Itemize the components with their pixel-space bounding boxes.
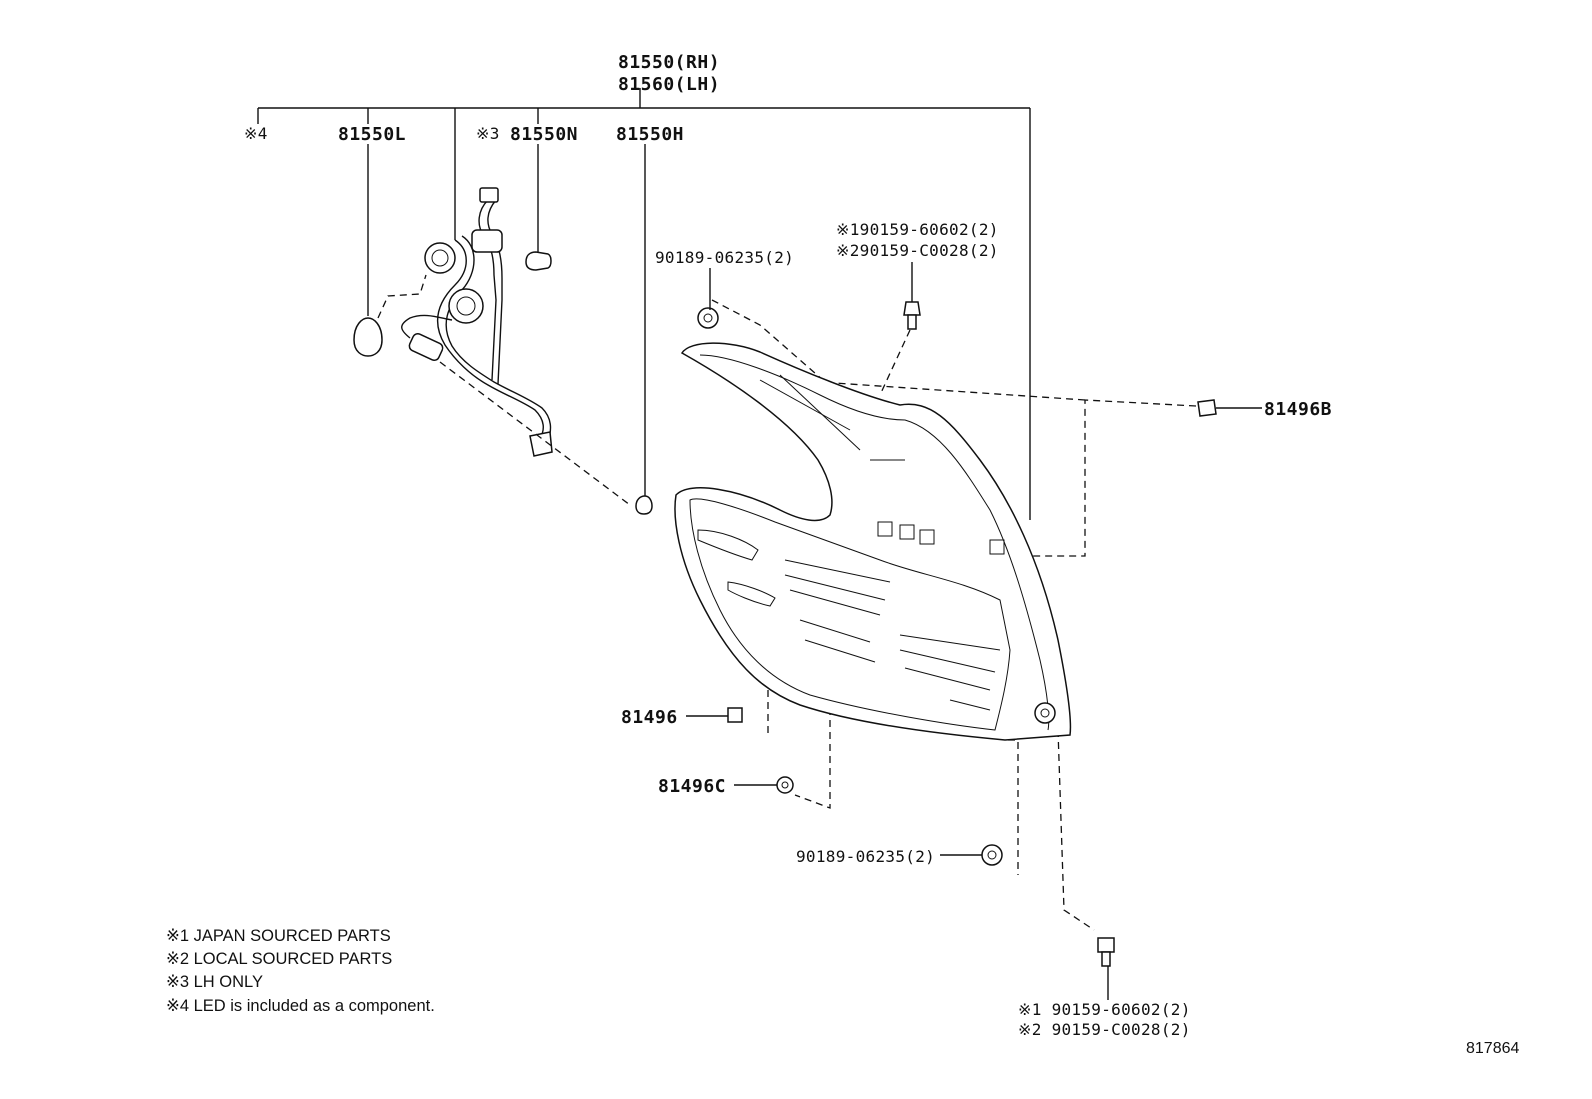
bulb-h-label: 81550H	[616, 124, 685, 145]
bulb-n-label: 81550N	[510, 124, 579, 145]
hardware-parts	[697, 301, 1217, 967]
screw-top-local-label: ※290159-C0028(2)	[836, 241, 999, 260]
leader-lines	[686, 262, 1262, 1000]
figure-number: 817864	[1466, 1040, 1520, 1057]
clip-label: 81496	[621, 707, 678, 728]
note-4: ※4 LED is included as a component.	[166, 997, 435, 1015]
note-3: ※3 LH ONLY	[166, 973, 263, 991]
screw-bottom-japan-label: ※1 90159-60602(2)	[1018, 1000, 1191, 1019]
clip-c-label: 81496C	[658, 776, 727, 797]
nut-bottom-label: 90189-06235(2)	[796, 847, 936, 866]
assembly-bracket-lines	[257, 88, 1031, 520]
assembly-rh-label: 81550(RH)	[618, 52, 721, 73]
bulbs	[353, 251, 653, 515]
bulb-l-label: 81550L	[338, 124, 407, 145]
screw-bottom-local-label: ※2 90159-C0028(2)	[1018, 1020, 1191, 1039]
note4-mark: ※4	[244, 124, 268, 143]
assembly-lh-label: 81560(LH)	[618, 74, 721, 95]
note-1: ※1 JAPAN SOURCED PARTS	[166, 927, 391, 945]
screw-top-japan-label: ※190159-60602(2)	[836, 220, 999, 239]
socket-wire-harness	[401, 187, 553, 457]
note3-mark: ※3	[476, 124, 500, 143]
note-2: ※2 LOCAL SOURCED PARTS	[166, 950, 393, 968]
tail-lamp-housing	[674, 342, 1072, 741]
nut-top-label: 90189-06235(2)	[655, 248, 795, 267]
clip-b-label: 81496B	[1264, 399, 1333, 420]
